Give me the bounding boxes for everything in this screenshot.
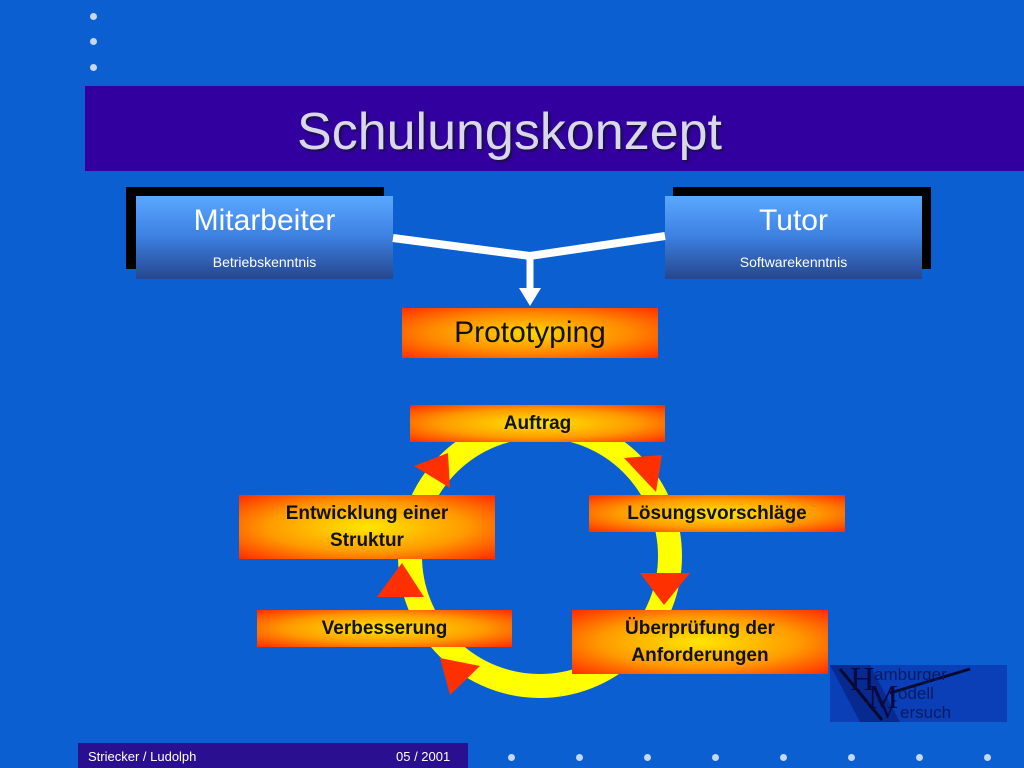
role-title: Mitarbeiter (193, 204, 336, 237)
decor-dot (916, 754, 923, 761)
decor-dot (984, 754, 991, 761)
logo-letter: M (868, 679, 899, 716)
role-box-tutor: Tutor Softwarekenntnis (665, 196, 922, 279)
role-box-mitarbeiter: Mitarbeiter Betriebskenntnis (136, 196, 393, 279)
step-label-line: Entwicklung einer (285, 503, 449, 524)
decor-dot (712, 754, 719, 761)
role-title: Tutor (759, 204, 828, 237)
decor-dot (848, 754, 855, 761)
title-bar: Schulungskonzept (85, 86, 1024, 171)
step-label-line: Überprüfung der (625, 618, 775, 639)
decor-dot (576, 754, 583, 761)
decor-dot (644, 754, 651, 761)
page-title: Schulungskonzept (297, 103, 722, 161)
logo-word: amburger (874, 665, 947, 684)
logo-letter: H (850, 661, 875, 698)
footer-bar: Striecker / Ludolph 05 / 2001 (78, 743, 468, 768)
decor-dot (90, 64, 97, 71)
step-label-line: Anforderungen (631, 645, 769, 666)
cycle-arrow-icon (377, 563, 424, 597)
step-label: Verbesserung (321, 618, 448, 639)
cycle-arrow-icon (624, 455, 662, 492)
step-label: Auftrag (503, 413, 572, 434)
step-label: Lösungsvorschläge (627, 503, 807, 524)
logo: H amburger M odell V ersuch (830, 661, 1007, 724)
footer-author: Striecker / Ludolph (88, 749, 197, 764)
step-label-line: Struktur (330, 530, 404, 551)
decor-dot (90, 13, 97, 20)
footer-date: 05 / 2001 (396, 749, 451, 764)
cycle-arrow-icon (640, 573, 690, 605)
cycle-arrow-icon (414, 453, 450, 488)
cycle-arrow-icon (440, 658, 480, 695)
decor-dot (508, 754, 515, 761)
logo-stripe (830, 665, 971, 722)
down-arrow-icon (519, 288, 541, 306)
decor-dot (780, 754, 787, 761)
logo-letter: V (878, 695, 897, 724)
step-entwicklung: Entwicklung einer Struktur (239, 495, 495, 559)
prototyping-box: Prototyping (402, 308, 658, 358)
decor-dot (90, 38, 97, 45)
role-subtitle: Betriebskenntnis (212, 254, 317, 270)
step-auftrag: Auftrag (410, 405, 665, 442)
step-ueberpruefung: Überprüfung der Anforderungen (572, 610, 828, 674)
role-subtitle: Softwarekenntnis (739, 254, 848, 270)
step-verbesserung: Verbesserung (257, 610, 512, 647)
step-loesungsvorschlaege: Lösungsvorschläge (589, 495, 845, 532)
logo-word: odell (898, 684, 934, 703)
logo-word: ersuch (900, 703, 952, 722)
